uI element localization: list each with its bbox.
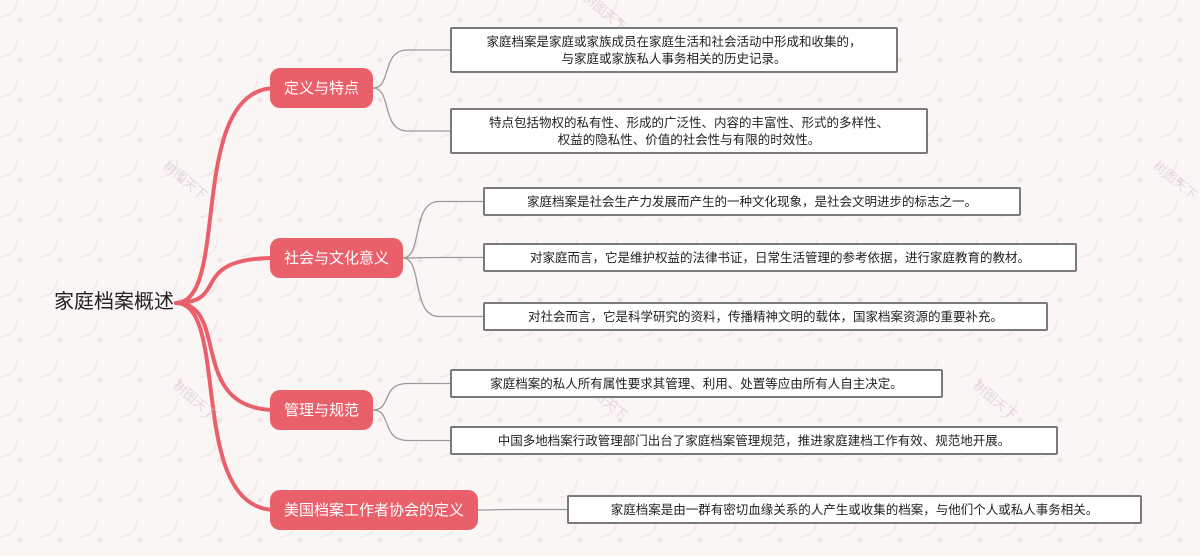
- leaf-connector: [372, 87, 451, 132]
- leaf-saa-definition[interactable]: 家庭档案是由一群有密切血缘关系的人产生或收集的档案，与他们个人或私人事务相关。: [567, 495, 1142, 524]
- branch-definition-features[interactable]: 定义与特点: [270, 68, 374, 108]
- branch-connector: [174, 256, 278, 305]
- root-topic[interactable]: 家庭档案概述: [54, 289, 174, 313]
- leaf-text-line: 家庭档案是由一群有密切血缘关系的人产生或收集的档案，与他们个人或私人事务相关。: [610, 502, 1099, 517]
- branch-connector: [174, 301, 278, 412]
- leaf-text-line: 家庭档案是社会生产力发展而产生的一种文化现象，是社会文明进步的标志之一。: [526, 194, 977, 209]
- leaf-text-line: 权益的隐私性、价值的社会性与有限的时效性。: [557, 132, 821, 147]
- leaf-definition[interactable]: 家庭档案是家庭或家族成员在家庭生活和社会活动中形成和收集的， 与家庭或家族私人事…: [450, 27, 898, 73]
- branch-connector: [174, 86, 278, 305]
- leaf-connector: [402, 257, 484, 318]
- leaf-family-value[interactable]: 对家庭而言，它是维护权益的法律书证，日常生活管理的参考依据，进行家庭教育的教材。: [483, 243, 1077, 272]
- leaf-features[interactable]: 特点包括物权的私有性、形成的广泛性、内容的丰富性、形式的多样性、 权益的隐私性、…: [450, 108, 928, 154]
- leaf-text-line: 家庭档案是家庭或家族成员在家庭生活和社会活动中形成和收集的，: [486, 34, 862, 49]
- branch-management-norms[interactable]: 管理与规范: [270, 390, 374, 430]
- leaf-social-value[interactable]: 对社会而言，它是科学研究的资料，传播精神文明的载体，国家档案资源的重要补充。: [483, 302, 1048, 331]
- leaf-private-ownership[interactable]: 家庭档案的私人所有属性要求其管理、利用、处置等应由所有人自主决定。: [450, 369, 943, 398]
- leaf-connector: [402, 256, 484, 259]
- leaf-connector: [372, 409, 451, 442]
- leaf-connector: [477, 508, 568, 511]
- leaf-text-line: 与家庭或家族私人事务相关的历史记录。: [561, 51, 787, 66]
- leaf-text-line: 对家庭而言，它是维护权益的法律书证，日常生活管理的参考依据，进行家庭教育的教材。: [529, 250, 1030, 265]
- leaf-china-regulations[interactable]: 中国多地档案行政管理部门出台了家庭档案管理规范，推进家庭建档工作有效、规范地开展…: [450, 426, 1058, 455]
- leaf-text-line: 对社会而言，它是科学研究的资料，传播精神文明的载体，国家档案资源的重要补充。: [527, 309, 1003, 324]
- leaf-text-line: 中国多地档案行政管理部门出台了家庭档案管理规范，推进家庭建档工作有效、规范地开展…: [497, 433, 1011, 448]
- leaf-connector: [372, 49, 451, 89]
- branch-saa-definition[interactable]: 美国档案工作者协会的定义: [270, 490, 479, 530]
- branch-social-cultural-significance[interactable]: 社会与文化意义: [270, 238, 404, 278]
- leaf-cultural-phenomenon[interactable]: 家庭档案是社会生产力发展而产生的一种文化现象，是社会文明进步的标志之一。: [483, 187, 1021, 216]
- leaf-connector: [372, 382, 451, 411]
- branch-connector: [174, 301, 278, 512]
- leaf-connector: [402, 200, 484, 259]
- leaf-text-line: 家庭档案的私人所有属性要求其管理、利用、处置等应由所有人自主决定。: [490, 376, 903, 391]
- leaf-text-line: 特点包括物权的私有性、形成的广泛性、内容的丰富性、形式的多样性、: [488, 115, 889, 130]
